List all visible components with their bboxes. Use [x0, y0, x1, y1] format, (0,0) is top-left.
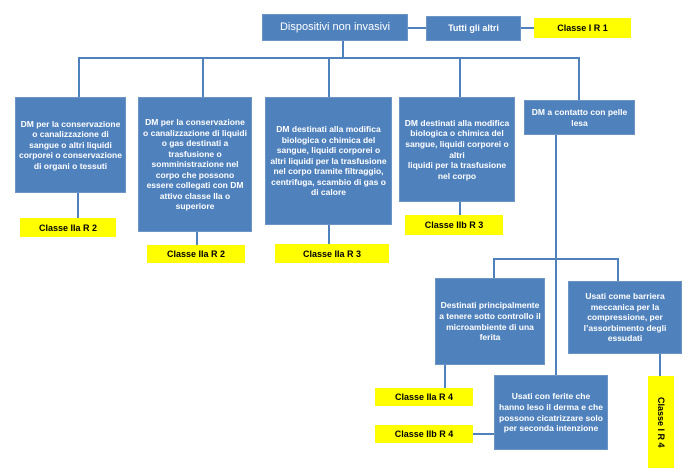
result-sub-branch-2-label: Classe I R 4	[656, 396, 666, 448]
node-sub-branch-1: Destinati principalmente a tenere sotto …	[435, 278, 545, 365]
node-branch-4: DM destinati alla modifica biologica o c…	[399, 97, 515, 202]
connector-drop-branch-2	[202, 57, 204, 97]
connector-drop-branch-1	[78, 57, 80, 97]
node-sub-branch-3-label: Usati con ferite che hanno leso il derma…	[499, 391, 603, 434]
result-branch-3: Classe IIa R 3	[275, 244, 389, 263]
connector-drop-branch-5	[578, 57, 580, 100]
result-branch-4-label: Classe IIb R 3	[424, 220, 484, 230]
result-sub-branch-1: Classe IIa R 4	[375, 388, 473, 406]
result-branch-2: Classe IIa R 2	[147, 245, 245, 263]
result-branch-2-label: Classe IIa R 2	[166, 249, 226, 259]
result-sub-branch-2: Classe I R 4	[648, 376, 674, 468]
result-sub-branch-1-label: Classe IIa R 4	[394, 392, 454, 402]
node-branch-5-label: DM a contatto con pelle lesa	[531, 106, 628, 128]
connector-drop-sub-2	[617, 258, 619, 281]
result-branch-3-label: Classe IIa R 3	[302, 248, 362, 259]
result-branch-4: Classe IIb R 3	[405, 215, 503, 235]
node-branch-4-label: DM destinati alla modifica biologica o c…	[404, 117, 510, 181]
node-branch-5: DM a contatto con pelle lesa	[524, 100, 635, 135]
connector-sub-rail	[494, 258, 618, 260]
connector-root-to-default	[408, 27, 426, 29]
result-default-rule: Classe I R 1	[534, 18, 631, 38]
result-sub-branch-3-label: Classe IIb R 4	[394, 429, 454, 439]
node-root: Dispositivi non invasivi	[262, 14, 408, 41]
node-branch-1: DM per la conservazione o canalizzazione…	[15, 97, 126, 193]
node-sub-branch-1-label: Destinati principalmente a tenere sotto …	[439, 300, 541, 343]
node-branch-2-label: DM per la conservazione o canalizzazione…	[143, 117, 247, 212]
connector-sub3-result	[473, 433, 494, 435]
connector-drop-branch-3	[328, 57, 330, 97]
connector-branch3-result	[328, 225, 330, 244]
node-sub-branch-3: Usati con ferite che hanno leso il derma…	[494, 375, 608, 450]
connector-branch5-trunk	[555, 135, 557, 375]
result-default-rule-label: Classe I R 1	[557, 23, 608, 33]
result-branch-1-label: Classe IIa R 2	[38, 222, 98, 233]
node-sub-branch-2-label: Usati come barriera meccanica per la com…	[583, 291, 667, 344]
connector-root-drop	[342, 41, 344, 58]
connector-drop-sub-1	[493, 258, 495, 278]
node-sub-branch-2: Usati come barriera meccanica per la com…	[568, 281, 682, 354]
connector-branch2-result	[196, 232, 198, 245]
node-branch-3-label: DM destinati alla modifica biologica o c…	[270, 124, 387, 198]
node-default-rule-label: Tutti gli altri	[448, 22, 499, 33]
connector-branch4-result	[459, 202, 461, 215]
connector-default-to-result	[521, 27, 534, 29]
node-branch-1-label: DM per la conservazione o canalizzazione…	[19, 118, 122, 171]
connector-drop-branch-4	[459, 57, 461, 97]
result-branch-1: Classe IIa R 2	[20, 218, 116, 237]
node-branch-2: DM per la conservazione o canalizzazione…	[138, 97, 252, 232]
connector-sub1-result	[444, 365, 446, 388]
connector-branch1-result	[77, 193, 79, 218]
connector-sub2-result	[659, 354, 661, 376]
node-root-label: Dispositivi non invasivi	[279, 21, 391, 34]
node-default-rule: Tutti gli altri	[426, 16, 521, 41]
node-branch-3: DM destinati alla modifica biologica o c…	[265, 97, 392, 225]
result-sub-branch-3: Classe IIb R 4	[375, 425, 473, 443]
